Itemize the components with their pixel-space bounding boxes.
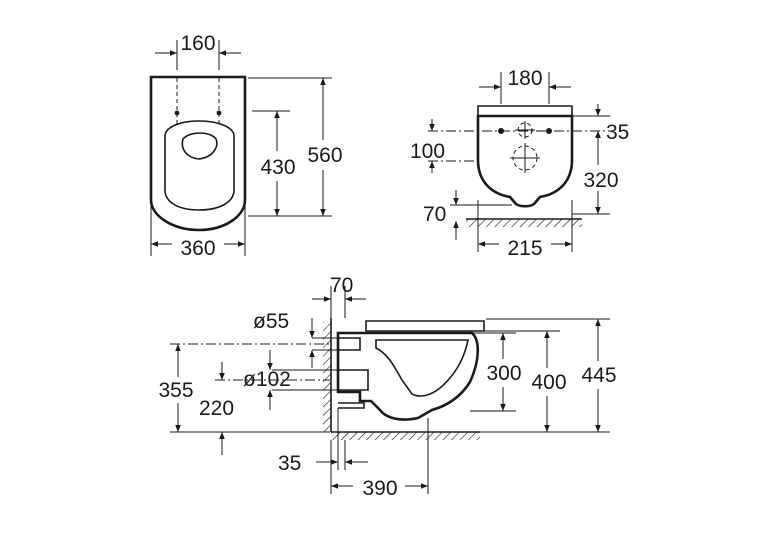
front-view: 180 35 100 320 70 215 — [410, 67, 629, 260]
dim-label-300: 300 — [486, 362, 521, 385]
dim-label-70: 70 — [423, 203, 446, 226]
front-view-bowl-outline — [476, 114, 574, 208]
top-view-seat-opening — [164, 120, 235, 211]
dim-label-355: 355 — [158, 379, 193, 402]
side-view-outlet-pipe — [338, 369, 369, 391]
side-view-seat — [365, 320, 485, 332]
dim-label-215: 215 — [507, 237, 542, 260]
dim-label-390: 390 — [362, 477, 397, 500]
dim-label-wall-70: 70 — [330, 274, 353, 297]
side-view-bowl — [336, 331, 480, 421]
side-view-bowl-inner — [375, 339, 469, 397]
dim-label-35: 35 — [606, 121, 629, 144]
top-view: 160 430 560 360 — [149, 32, 350, 260]
dim-label-dia55: ø55 — [253, 310, 289, 333]
top-view-bowl-outline — [149, 75, 247, 232]
top-view-inner-rim — [181, 132, 218, 160]
dim-label-560: 560 — [307, 144, 342, 167]
side-view-outlet-foot — [338, 402, 365, 409]
dim-label-dia102: ø102 — [243, 368, 291, 391]
dim-label-360: 360 — [180, 237, 215, 260]
dim-label-220: 220 — [199, 397, 234, 420]
dim-label-445: 445 — [581, 364, 616, 387]
dim-label-430: 430 — [260, 156, 295, 179]
dim-label-320: 320 — [583, 169, 618, 192]
dim-label-35-side: 35 — [278, 452, 301, 475]
dim-label-100: 100 — [410, 140, 445, 163]
side-view-inlet-pipe — [338, 337, 361, 351]
side-view: 70 ø55 ø102 355 220 300 400 445 — [152, 274, 623, 500]
dim-label-400: 400 — [531, 371, 566, 394]
front-view-seat-lid — [477, 105, 573, 117]
dim-label-160: 160 — [180, 32, 215, 55]
dim-label-180: 180 — [507, 67, 542, 90]
